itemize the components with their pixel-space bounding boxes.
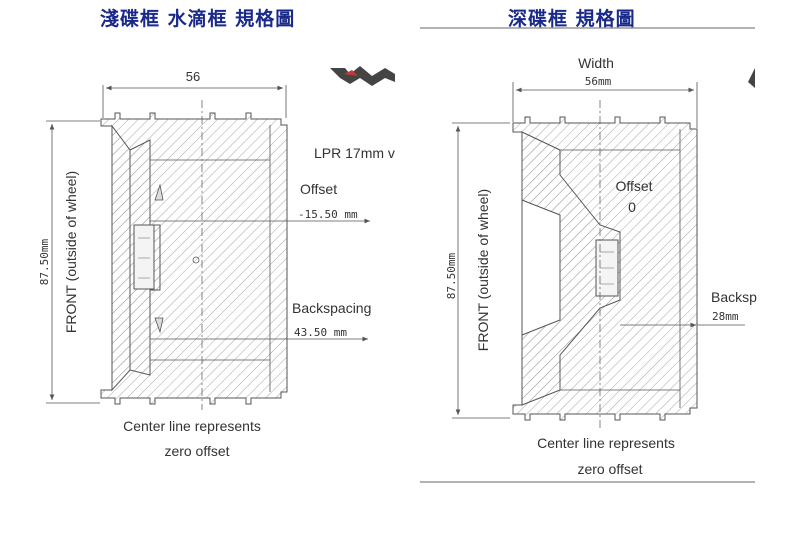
left-diagram-title: 淺碟框 水滴框 規格圖 — [100, 8, 296, 30]
right-offset-value: 0 — [628, 199, 636, 215]
right-wheel-diagram: Width 56mm 87.50mm FRONT (outside of whe… — [420, 55, 757, 483]
right-backspacing-label: Backsp — [711, 289, 757, 305]
right-disc-inner-face — [521, 199, 561, 336]
left-backspacing-label: Backspacing — [292, 300, 371, 316]
left-height-value: 87.50mm — [38, 238, 51, 285]
left-width-value: 56 — [186, 69, 200, 84]
right-diagram-title: 深碟框 規格圖 — [508, 8, 636, 30]
right-logo-fragment-icon — [748, 68, 755, 88]
logo-fragment-icon — [330, 66, 395, 86]
left-hub — [133, 224, 155, 290]
left-front-lip — [111, 124, 131, 392]
left-center-note-line2: zero offset — [164, 443, 229, 459]
left-offset-value: -15.50 mm — [298, 208, 358, 221]
right-height-value: 87.50mm — [445, 252, 458, 299]
right-width-label: Width — [578, 55, 614, 71]
left-lpr-label: LPR 17mm v — [314, 145, 395, 161]
right-center-disc — [521, 131, 621, 406]
right-center-note-line2: zero offset — [577, 461, 642, 477]
left-offset-label: Offset — [300, 181, 337, 197]
right-width-value: 56mm — [585, 75, 612, 88]
right-backspacing-value: 28mm — [712, 310, 739, 323]
right-offset-label: Offset — [615, 178, 652, 194]
right-front-label: FRONT (outside of wheel) — [475, 189, 491, 351]
left-backspacing-value: 43.50 mm — [294, 326, 347, 339]
left-wheel-diagram: 56 87.50mm FRONT (outside of wheel) Offs… — [38, 66, 395, 459]
left-front-label: FRONT (outside of wheel) — [63, 171, 79, 333]
left-axle-marker — [192, 256, 200, 264]
right-center-note-line1: Center line represents — [537, 435, 675, 451]
left-center-note-line1: Center line represents — [123, 418, 261, 434]
